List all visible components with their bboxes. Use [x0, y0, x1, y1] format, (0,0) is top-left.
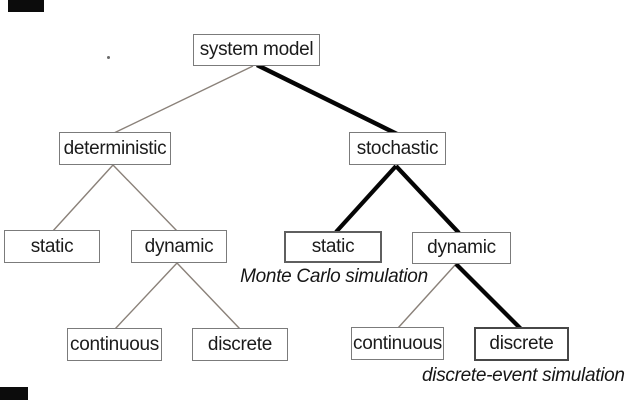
edge-deterministic-static	[51, 164, 114, 233]
node-continuous-deterministic: continuous	[67, 328, 162, 361]
node-stochastic: stochastic	[349, 132, 446, 165]
edge-system-model-deterministic	[113, 65, 254, 134]
edge-dynamic-discrete-right	[454, 262, 523, 331]
node-dynamic-deterministic: dynamic	[131, 230, 227, 263]
scan-artifact-bottom-left	[0, 387, 28, 400]
node-system-model: system model	[193, 34, 320, 66]
dot-artifact	[107, 56, 110, 59]
edge-stochastic-dynamic	[394, 164, 461, 235]
node-discrete-deterministic: discrete	[192, 328, 288, 361]
node-deterministic: deterministic	[59, 132, 171, 165]
edge-stochastic-static	[334, 164, 398, 234]
node-discrete-stochastic: discrete	[474, 327, 569, 361]
node-continuous-stochastic: continuous	[351, 327, 444, 360]
annotation-discrete-event-simulation: discrete-event simulation	[422, 365, 625, 386]
edge-dynamic-continuous-right	[397, 263, 457, 329]
edge-dynamic-discrete-left	[176, 262, 241, 330]
edge-deterministic-dynamic	[112, 164, 179, 233]
edge-system-model-stochastic	[256, 63, 400, 137]
edge-dynamic-continuous-left	[114, 262, 178, 330]
node-static-stochastic: static	[284, 231, 382, 263]
node-static-deterministic: static	[4, 230, 100, 263]
scan-artifact-top-left	[8, 0, 44, 12]
annotation-monte-carlo-simulation: Monte Carlo simulation	[240, 266, 428, 287]
node-dynamic-stochastic: dynamic	[412, 232, 511, 264]
